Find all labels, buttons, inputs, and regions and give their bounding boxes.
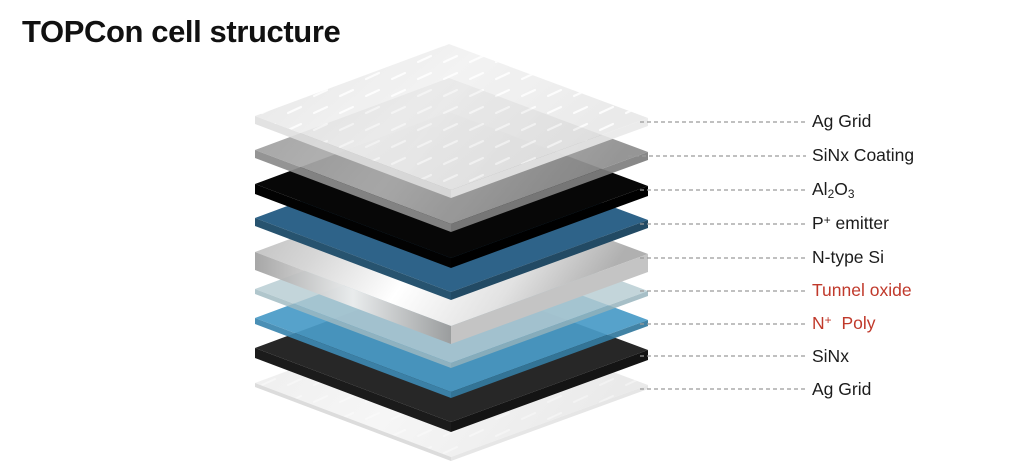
page-title: TOPCon cell structure <box>22 14 341 49</box>
layer-label-p-plus-emitter: P+ emitter <box>812 213 889 233</box>
layer-label-sinx-coating: SiNx Coating <box>812 145 915 165</box>
layer-label-n-plus-poly: N+ Poly <box>812 313 876 333</box>
layer-label-tunnel-oxide: Tunnel oxide <box>812 280 912 300</box>
leader-lines <box>628 121 806 390</box>
layer-label-n-type-si: N-type Si <box>812 247 884 267</box>
layer-label-sinx-rear: SiNx <box>812 346 849 366</box>
layer-label-ag-grid-front: Ag Grid <box>812 111 872 131</box>
layer-label-ag-grid-rear: Ag Grid <box>812 379 872 399</box>
layer-label-al2o3: Al2O3 <box>812 179 855 201</box>
